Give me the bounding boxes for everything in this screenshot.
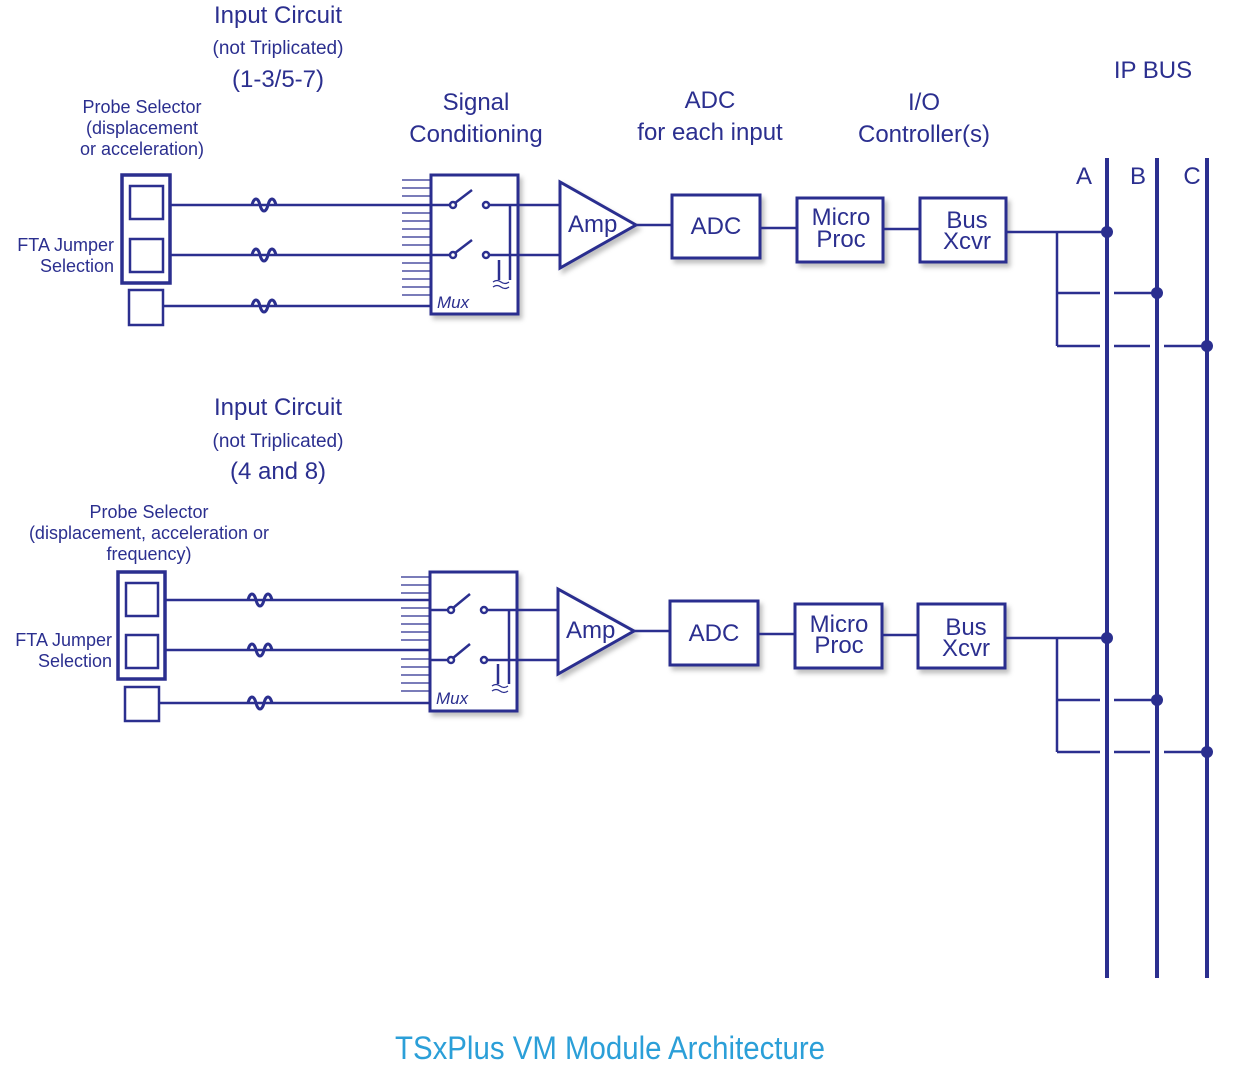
probe-selector-label-line2: (displacement, acceleration or — [29, 523, 269, 543]
bus-xcvr-block — [918, 196, 1008, 264]
circuit-subheading: (not Triplicated) — [213, 431, 344, 452]
bus-xcvr-label-line1: Bus — [945, 614, 986, 641]
fta-jumper-label-line1: FTA Jumper — [17, 235, 114, 255]
diagram-title: TSxPlus VM Module Architecture — [395, 1030, 825, 1066]
probe-selector-label-line3: frequency) — [106, 544, 191, 564]
fta-jumper-label-line1: FTA Jumper — [15, 630, 112, 650]
probe-selector-label-line1: Probe Selector — [82, 97, 201, 117]
input-circuit-2: Input Circuit (not Triplicated) (4 and 8… — [15, 394, 1213, 758]
probe-selector-label-line3: or acceleration) — [80, 139, 204, 159]
circuit-heading: Input Circuit — [214, 394, 342, 421]
mux-block — [429, 173, 520, 316]
micro-proc-label-line2: Proc — [816, 226, 865, 253]
bus-xcvr-block — [916, 602, 1007, 670]
bus-connections-1 — [1006, 226, 1213, 352]
probe-selector-slot-1 — [128, 184, 165, 221]
fta-jumper-label-line2: Selection — [40, 256, 114, 276]
io-header-line1: I/O — [908, 89, 940, 116]
mux-input-comb — [402, 179, 430, 296]
probe-selector-slot-1 — [124, 581, 160, 618]
mux-label: Mux — [436, 689, 469, 708]
adc-header-line1: ADC — [685, 87, 736, 114]
signal-conditioning-header-line2: Conditioning — [409, 121, 542, 148]
circuit-channels: (1-3/5-7) — [232, 66, 324, 93]
circuit-heading: Input Circuit — [214, 2, 342, 29]
bus-b-junction — [1151, 694, 1163, 706]
mux-switches — [431, 189, 518, 290]
bus-label-c: C — [1183, 163, 1200, 190]
bus-c-junction — [1201, 340, 1213, 352]
bus-connections-2 — [1005, 632, 1213, 758]
io-header-line2: Controller(s) — [858, 121, 990, 148]
micro-proc-label-line1: Micro — [810, 611, 869, 638]
ip-bus-header: IP BUS — [1114, 57, 1192, 84]
micro-proc-block — [793, 602, 884, 670]
micro-proc-label-line1: Micro — [812, 204, 871, 231]
bus-xcvr-label-line1: Bus — [946, 207, 987, 234]
mux-input-comb — [401, 576, 429, 692]
fta-jumper-box — [127, 288, 165, 327]
micro-proc-block — [795, 196, 885, 264]
fta-jumper-box — [123, 685, 161, 723]
circuit-subheading: (not Triplicated) — [213, 38, 344, 59]
probe-selector-slot-2 — [124, 633, 160, 670]
adc-label: ADC — [691, 213, 742, 240]
adc-label: ADC — [689, 620, 740, 647]
adc-block — [668, 599, 760, 667]
bus-b-junction — [1151, 287, 1163, 299]
bus-c-junction — [1201, 746, 1213, 758]
input-circuit-1: Input Circuit (not Triplicated) (1-3/5-7… — [17, 2, 1213, 352]
adc-header-line2: for each input — [637, 119, 783, 146]
mux-label: Mux — [437, 293, 470, 312]
amp-triangle — [558, 179, 640, 271]
circuit-channels: (4 and 8) — [230, 458, 326, 485]
bus-xcvr-label-line2: Xcvr — [942, 635, 990, 662]
bus-a-junction — [1101, 632, 1113, 644]
amp-triangle — [556, 586, 638, 677]
micro-proc-label-line2: Proc — [814, 632, 863, 659]
probe-selector-slot-2 — [128, 237, 165, 274]
amp-label: Amp — [566, 617, 615, 644]
signal-conditioning-header-line1: Signal — [443, 89, 510, 116]
fta-jumper-label-line2: Selection — [38, 651, 112, 671]
probe-selector-label-line2: (displacement — [86, 118, 198, 138]
bus-xcvr-label-line2: Xcvr — [943, 228, 991, 255]
bus-label-a: A — [1076, 163, 1092, 190]
mux-switches — [430, 593, 517, 694]
bus-label-b: B — [1130, 163, 1146, 190]
amp-label: Amp — [568, 211, 617, 238]
probe-selector-label-line1: Probe Selector — [89, 502, 208, 522]
adc-block — [670, 193, 762, 260]
bus-a-junction — [1101, 226, 1113, 238]
